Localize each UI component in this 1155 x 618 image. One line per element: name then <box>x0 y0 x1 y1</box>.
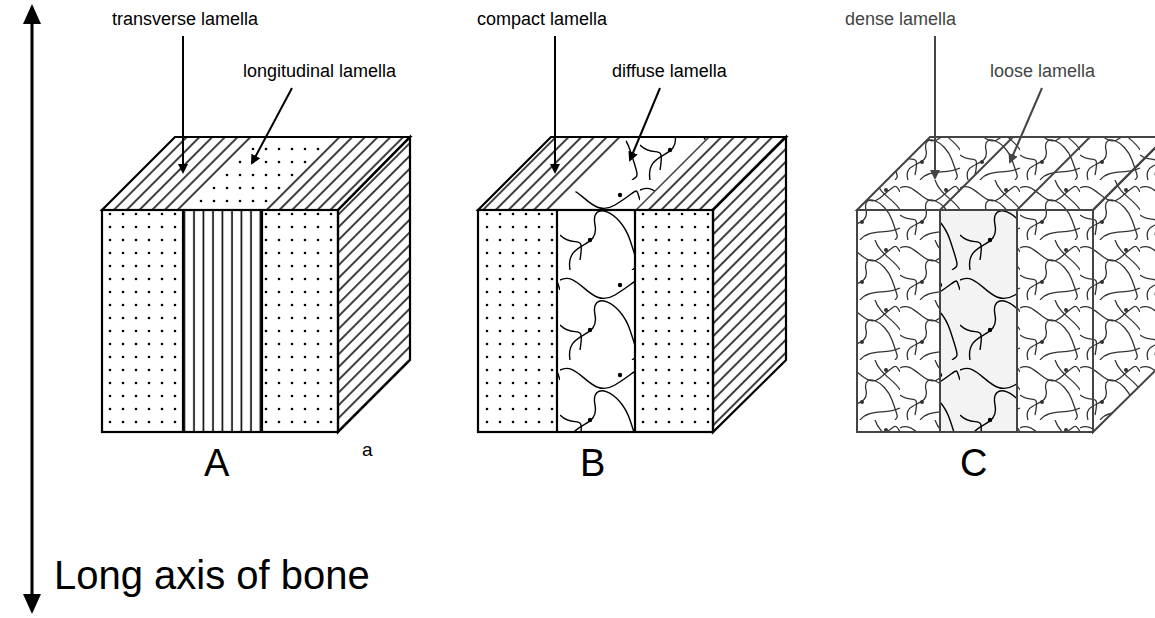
part-label: dense lamella <box>845 10 956 28</box>
panel-letter: B <box>580 444 605 482</box>
axis-label: Long axis of bone <box>54 555 370 595</box>
cube-c <box>857 137 1155 432</box>
part-label: loose lamella <box>990 62 1095 80</box>
leader-arrows <box>183 36 660 172</box>
part-label: transverse lamella <box>112 10 258 28</box>
panel-letter: a <box>362 440 373 459</box>
cube-a <box>102 137 410 432</box>
panel-letter: C <box>960 444 987 482</box>
panel-letter: A <box>204 444 229 482</box>
cube-b <box>478 137 786 432</box>
axis-arrow <box>23 4 41 614</box>
leader-arrows-grey <box>935 36 1042 178</box>
part-label: compact lamella <box>477 10 607 28</box>
part-label: longitudinal lamella <box>243 62 396 80</box>
part-label: diffuse lamella <box>612 62 727 80</box>
